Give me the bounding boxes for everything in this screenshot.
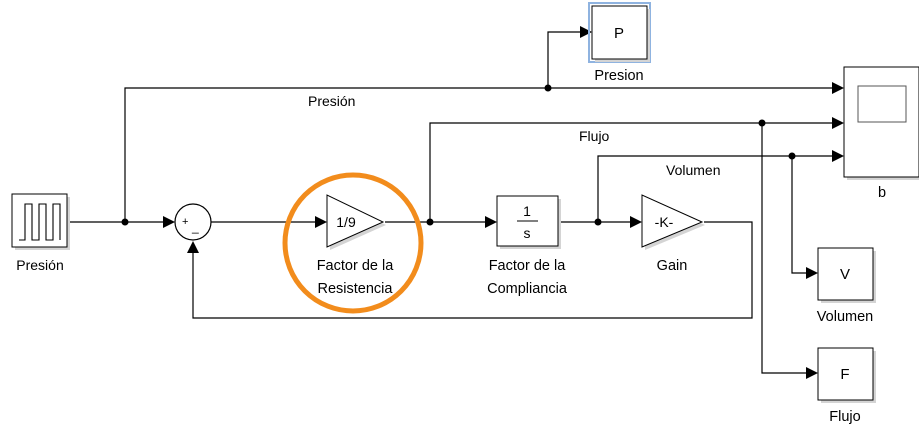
scope-screen-icon [857, 85, 907, 123]
goto-p-block[interactable]: P [588, 2, 651, 63]
resistance-gain-label-line2: Resistencia [318, 281, 394, 297]
gain-k-value: -K- [655, 214, 674, 230]
goto-f-block[interactable]: F [817, 347, 876, 403]
goto-v-label: Volumen [817, 309, 873, 325]
arrowhead-scope-in-2 [832, 117, 844, 129]
integrator-block[interactable]: 1 s [496, 195, 561, 249]
gain-k-block[interactable]: -K- [641, 194, 705, 250]
wire-flujo-to-scope [429, 122, 832, 222]
wire-presion-to-goto-p [547, 31, 580, 88]
goto-p-symbol: P [614, 25, 624, 42]
arrowhead-goto-f-in [806, 367, 818, 379]
branch-point [788, 152, 796, 160]
arrowhead-scope-in-1 [832, 82, 844, 94]
signal-label-presion: Presión [308, 93, 355, 109]
goto-v-block[interactable]: V [817, 247, 876, 303]
pulse-generator-label: Presión [16, 257, 63, 273]
wire-volumen-to-goto-v [791, 156, 806, 274]
integrator-label-line1: Factor de la [489, 258, 566, 274]
wire-presion-to-scope [124, 87, 832, 222]
arrowhead-sum-plus [163, 216, 175, 228]
branch-point [426, 218, 434, 226]
scope-block[interactable] [843, 66, 919, 180]
signal-label-volumen: Volumen [666, 162, 720, 178]
goto-p-label: Presion [594, 68, 643, 84]
resistance-gain-label-line1: Factor de la [317, 258, 394, 274]
wire-volumen-to-scope [597, 155, 832, 222]
sum-plus-sign: + [182, 216, 188, 228]
arrowhead-gain-in [630, 216, 642, 228]
resistance-gain-block[interactable]: 1/9 [326, 194, 386, 250]
integrator-denominator: s [524, 225, 531, 241]
integrator-label-line2: Compliancia [487, 281, 568, 297]
goto-f-label: Flujo [829, 409, 860, 424]
arrowhead-sum-minus [187, 241, 199, 253]
arrowheads [163, 26, 844, 379]
goto-v-symbol: V [840, 266, 850, 283]
branch-points [121, 84, 796, 226]
scope-label: b [878, 185, 886, 201]
branch-point [121, 218, 129, 226]
gain-k-label: Gain [657, 258, 688, 274]
wire-gain-feedback [192, 221, 753, 319]
signal-label-flujo: Flujo [579, 128, 610, 144]
signal-lines [67, 31, 832, 374]
arrowhead-resistance-in [315, 216, 327, 228]
resistance-gain-value: 1/9 [336, 214, 356, 230]
branch-point [544, 84, 552, 92]
integrator-numerator: 1 [523, 203, 531, 219]
highlight-circle-annotation [282, 172, 424, 314]
arrowhead-integrator-in [485, 216, 497, 228]
goto-f-symbol: F [840, 366, 849, 383]
arrowhead-goto-p-in [580, 26, 592, 38]
sum-block[interactable]: + _ [174, 203, 212, 241]
pulse-wave-icon [19, 203, 61, 241]
wire-flujo-to-goto-f [761, 123, 806, 374]
arrowhead-goto-v-in [806, 267, 818, 279]
branch-point [758, 119, 766, 127]
arrowhead-scope-in-3 [832, 150, 844, 162]
sum-minus-sign: _ [191, 220, 199, 234]
pulse-generator-block[interactable] [11, 193, 70, 250]
branch-point [594, 218, 602, 226]
